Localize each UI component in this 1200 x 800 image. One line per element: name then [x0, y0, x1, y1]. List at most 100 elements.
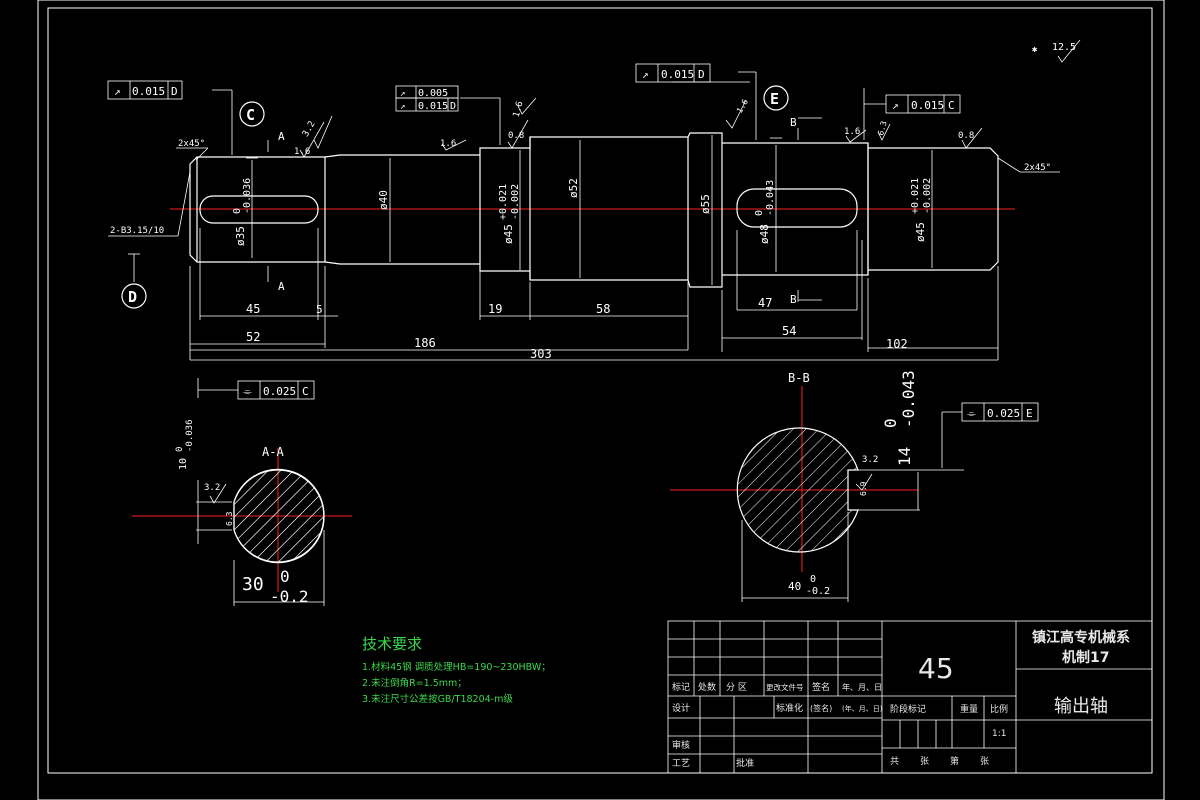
tb-sheet-a: 张: [920, 756, 929, 767]
tol-frame-2-value: 0.005: [418, 88, 448, 99]
datum-e-label: E: [770, 90, 779, 108]
section-aa-width-tol-lower: -0.036: [185, 419, 195, 452]
dim-d55: ø55: [699, 194, 712, 214]
tb-ratio: 比例: [990, 703, 1008, 715]
tol-frame-3-datum: D: [450, 101, 456, 112]
datum-c-label: C: [246, 106, 255, 124]
tol-frame-1-value: 0.015: [132, 85, 165, 98]
dim-l303: 303: [530, 347, 552, 361]
dim-l58: 58: [596, 302, 610, 316]
tech-line-1: 1.材料45钢 调质处理HB=190~230HBW；: [362, 662, 551, 673]
dim-d45b: ø45: [914, 222, 927, 242]
chamfer-right: 2x45°: [1024, 163, 1051, 173]
tol-frame-3-value: 0.015: [418, 101, 448, 112]
dim-l45: 45: [246, 302, 260, 316]
section-a-top: A: [278, 130, 285, 143]
dim-l102: 102: [886, 337, 908, 351]
tb-std: 标准化: [776, 702, 803, 714]
tb-std-date: (年、月、日): [842, 704, 883, 713]
tol-frame-7-datum: E: [1026, 407, 1033, 420]
tol-frame-1-symbol: ↗: [114, 85, 121, 98]
tol-frame-4-value: 0.015: [661, 68, 694, 81]
tol-frame-7-value: 0.025: [987, 407, 1020, 420]
tol-frame-2-symbol: ↗: [400, 89, 405, 99]
tol-frame-5-symbol: ↗: [892, 99, 899, 112]
tb-review: 审核: [672, 739, 690, 751]
roughness-label-1: 3.2: [301, 120, 318, 139]
tb-stage: 阶段标记: [890, 703, 926, 715]
tb-total: 共: [890, 756, 899, 767]
tol-frame-5-datum: C: [948, 99, 955, 112]
roughness-label-6: 1.6: [844, 127, 860, 137]
dim-d40: ø40: [377, 190, 390, 210]
tol-frame-6-value: 0.025: [263, 385, 296, 398]
section-bb-view: [670, 386, 964, 602]
dim-d45a: ø45: [502, 224, 515, 244]
tb-std-sign: (签名): [810, 703, 832, 713]
tb-h-count: 处数: [698, 681, 716, 693]
tb-sheet-b: 张: [980, 756, 989, 767]
section-bb-width: 14: [895, 447, 914, 466]
dim-d45b-tol-lower: -0.002: [922, 178, 933, 214]
tol-frame-4-datum: D: [698, 68, 705, 81]
dim-d48-tol-upper: 0: [754, 210, 765, 216]
tb-part-name: 输出轴: [1054, 696, 1108, 717]
section-aa-title: A-A: [262, 445, 284, 459]
title-block-grid: [667, 620, 1153, 774]
dim-l5: 5: [316, 303, 323, 316]
section-bb-depth-tol-upper: 0: [810, 574, 816, 585]
section-bb-title: B-B: [788, 371, 810, 385]
tb-h-sign: 签名: [812, 681, 830, 693]
center-hole-note: 2-B3.15/10: [110, 226, 164, 236]
roughness-label-3: 1.6: [440, 139, 456, 149]
tb-school: 镇江高专机械系: [1032, 629, 1130, 646]
section-aa-view: [132, 448, 352, 606]
tb-weight: 重量: [960, 703, 978, 715]
dim-d48: ø48: [758, 224, 771, 244]
dim-l19: 19: [488, 302, 502, 316]
section-b-top: B: [790, 116, 797, 129]
roughness-label-5: 1.6: [512, 100, 526, 118]
dim-d35: ø35: [234, 226, 247, 246]
section-bb-depth: 40: [788, 580, 801, 593]
roughness-label-4: 0.8: [508, 131, 524, 141]
tol-frame-1-datum: D: [171, 85, 178, 98]
dim-l54: 54: [782, 324, 796, 338]
chamfer-left: 2x45°: [178, 139, 205, 149]
inner-border: [47, 7, 1153, 774]
tb-h-mark: 标记: [672, 681, 690, 693]
dim-d52: ø52: [567, 178, 580, 198]
section-bb-depth-tol-lower: -0.2: [806, 586, 830, 597]
section-bb-roughness: 3.2: [862, 455, 878, 465]
tb-design: 设计: [672, 702, 690, 714]
section-b-bottom: B: [790, 293, 797, 306]
technical-requirements: 技术要求 1.材料45钢 调质处理HB=190~230HBW； 2.未注倒角R=…: [362, 633, 551, 708]
outer-border: [37, 0, 1165, 800]
tb-approve: 批准: [736, 757, 754, 769]
tb-class: 机制17: [1062, 649, 1109, 666]
section-bb-width-tol-upper: 0: [881, 418, 900, 428]
section-aa-depth: 30: [242, 574, 264, 595]
tol-frame-4-symbol: ↗: [642, 68, 649, 81]
roughness-label-9: 6.3: [876, 120, 888, 136]
dim-l52: 52: [246, 330, 260, 344]
dim-d45b-tol-upper: +0.021: [910, 178, 921, 214]
tb-h-zone: 分 区: [726, 682, 747, 693]
roughness-label-2: 1.6: [294, 147, 310, 157]
tol-frame-6-datum: C: [302, 385, 309, 398]
section-aa-width: 10: [178, 458, 189, 470]
tech-title: 技术要求: [362, 635, 423, 653]
tol-frame-6-symbol: ⌯: [243, 385, 252, 398]
dim-l47: 47: [758, 296, 772, 310]
roughness-label-8: 1.6: [735, 98, 750, 115]
section-aa-width-tol-upper: 0: [175, 447, 185, 452]
section-aa-depth-tol-upper: 0: [280, 567, 290, 586]
tb-craft: 工艺: [672, 758, 690, 769]
roughness-label-7: 0.8: [958, 131, 974, 141]
datum-circles: [121, 85, 789, 309]
dim-d48-tol-lower: -0.043: [765, 180, 776, 216]
shaft-outline: [189, 132, 999, 288]
tol-frame-5-value: 0.015: [911, 99, 944, 112]
dim-l186: 186: [414, 336, 436, 350]
